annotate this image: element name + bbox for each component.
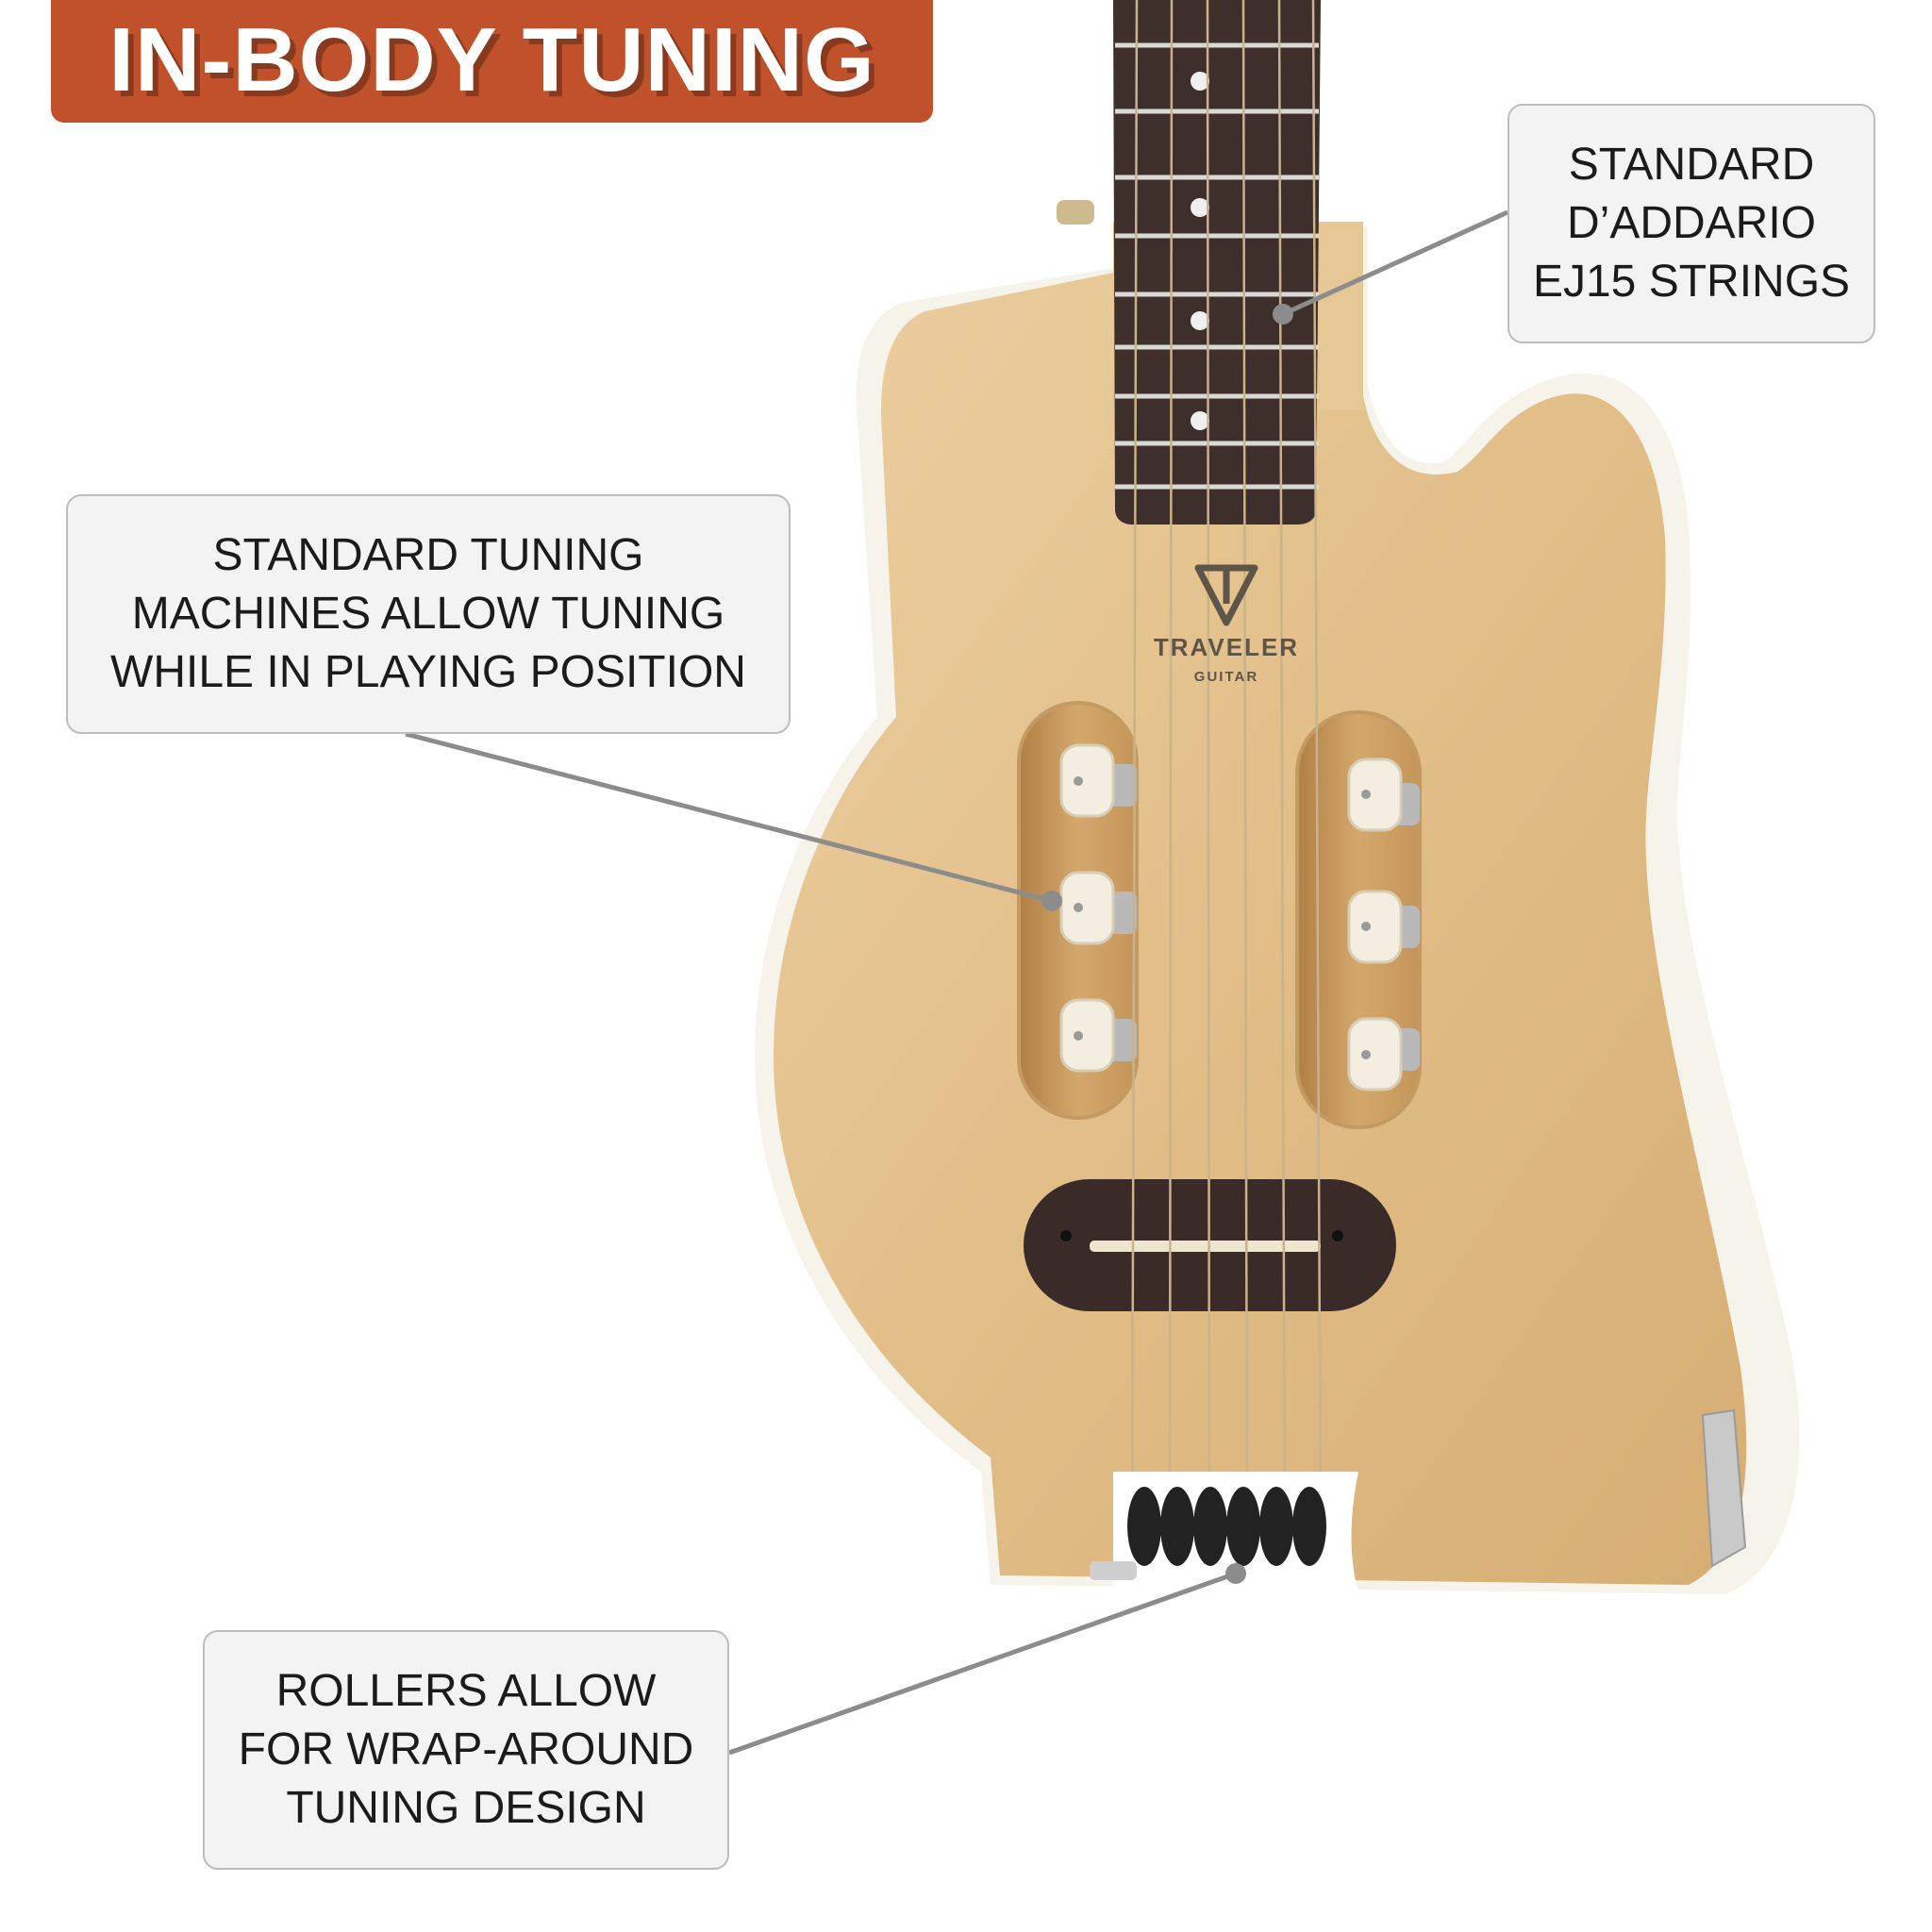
callout-rollers-line-2: FOR WRAP-AROUND bbox=[238, 1724, 694, 1774]
bridge-saddle bbox=[1090, 1241, 1321, 1252]
page-title: IN-BODY TUNING bbox=[108, 9, 875, 110]
fret-markers bbox=[1191, 72, 1209, 430]
strings bbox=[1130, 0, 1323, 1548]
callout-strings-line-3: EJ15 STRINGS bbox=[1532, 257, 1851, 307]
callout-tuning-line-1: STANDARD TUNING bbox=[212, 530, 644, 580]
logo-brand: TRAVELER bbox=[1154, 633, 1299, 661]
callout-strings-line-2: D’ADDARIO bbox=[1566, 198, 1817, 248]
callout-strings-line-1: STANDARD bbox=[1568, 140, 1815, 190]
fretboard bbox=[1113, 0, 1321, 525]
title-banner: IN-BODY TUNING bbox=[51, 0, 933, 123]
callout-rollers-line-1: ROLLERS ALLOW bbox=[275, 1666, 657, 1716]
callout-tuning-machines: STANDARD TUNING MACHINES ALLOW TUNING WH… bbox=[66, 494, 791, 734]
callout-strings: STANDARD D’ADDARIO EJ15 STRINGS bbox=[1507, 104, 1875, 343]
callout-tuning-line-2: MACHINES ALLOW TUNING bbox=[131, 589, 725, 639]
rollers bbox=[1127, 1487, 1326, 1566]
tuning-pegs bbox=[1059, 743, 1420, 1091]
logo-sub: GUITAR bbox=[1194, 669, 1258, 685]
frets bbox=[1115, 42, 1319, 490]
callout-rollers: ROLLERS ALLOW FOR WRAP-AROUND TUNING DES… bbox=[203, 1630, 729, 1870]
leader-lines bbox=[405, 209, 1509, 1756]
callout-rollers-line-3: TUNING DESIGN bbox=[286, 1783, 646, 1833]
guitar-body-top bbox=[774, 222, 1747, 1585]
output-jack-plate bbox=[1701, 1408, 1747, 1568]
callout-tuning-line-3: WHILE IN PLAYING POSITION bbox=[110, 647, 746, 697]
